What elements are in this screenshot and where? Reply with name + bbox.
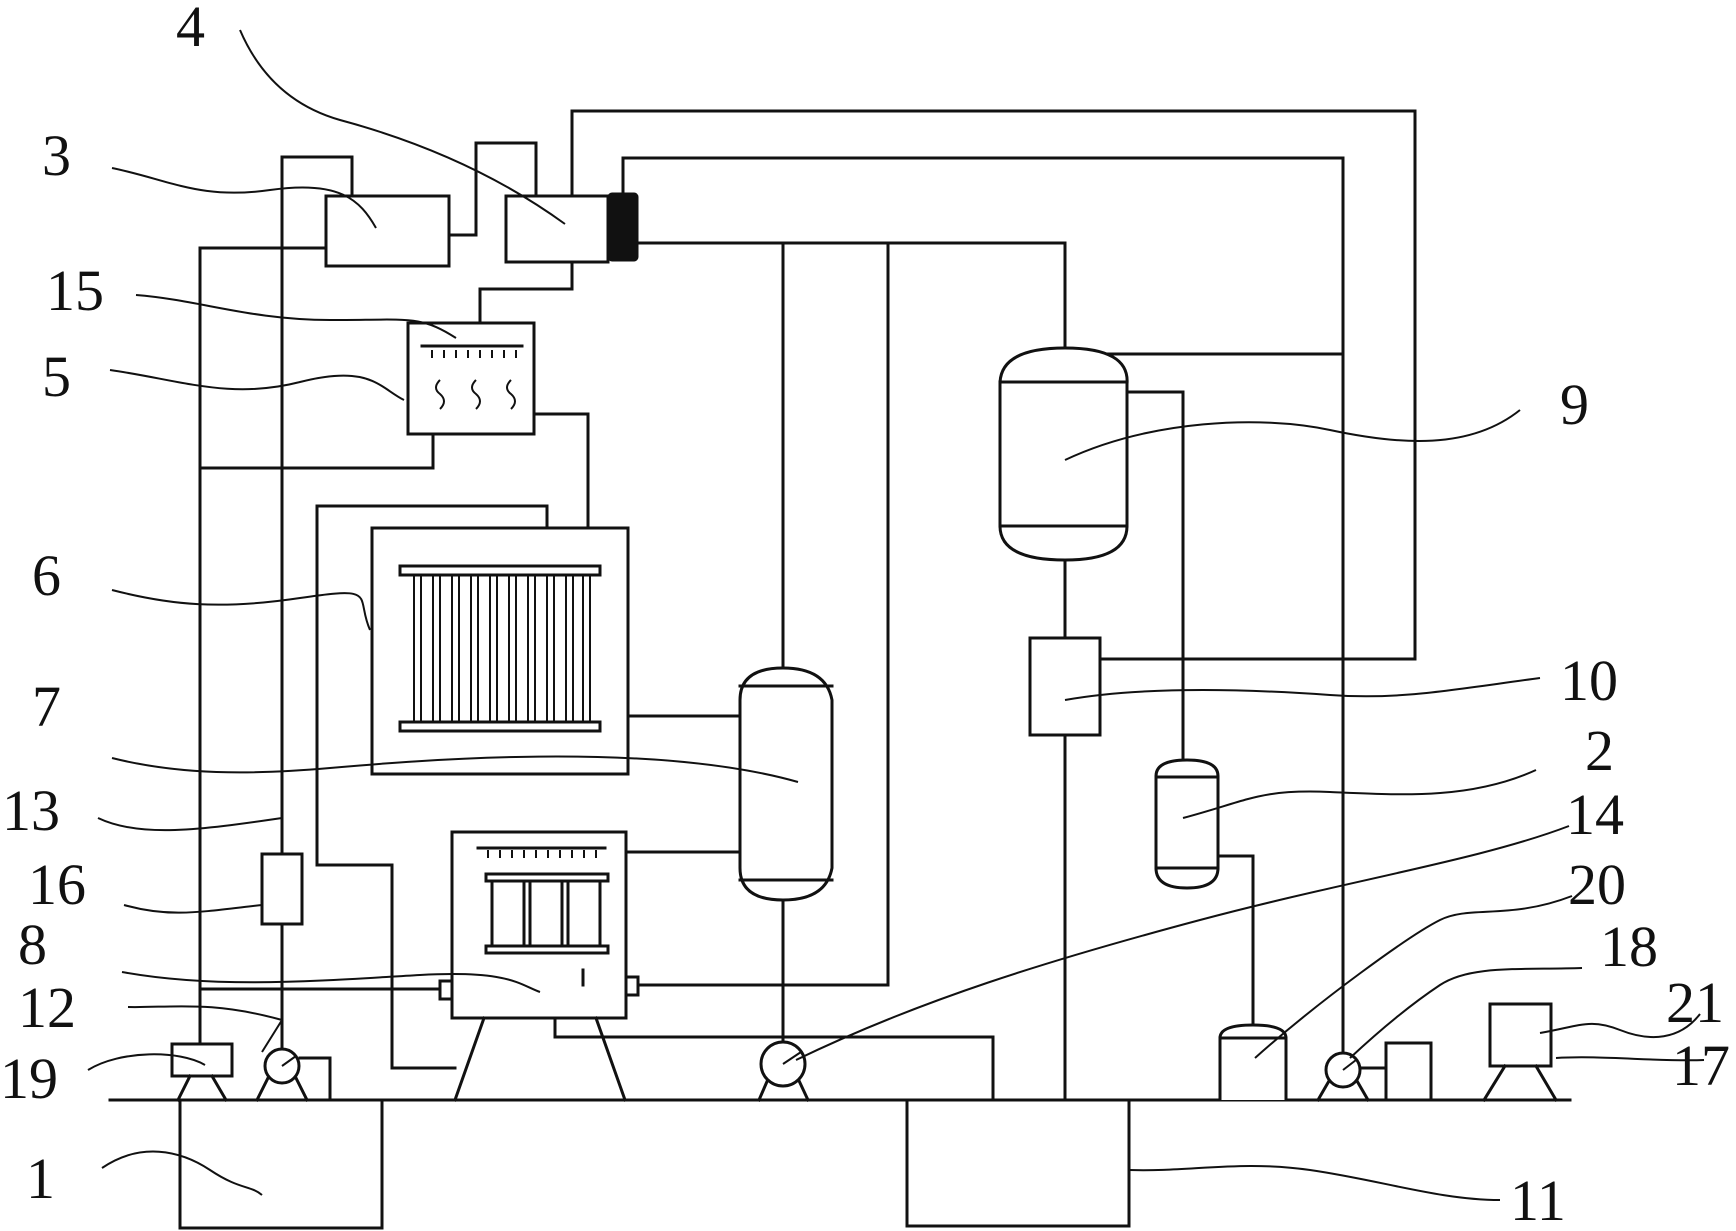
label-8: 8 <box>18 912 47 977</box>
unit-6 <box>370 526 630 776</box>
label-19: 19 <box>0 1046 58 1111</box>
label-5: 5 <box>42 344 71 409</box>
tank-11 <box>905 1098 1131 1228</box>
vessel-7 <box>738 666 834 902</box>
label-2: 2 <box>1585 718 1614 783</box>
pump-14 <box>757 1040 810 1102</box>
unit-21 <box>1481 1002 1559 1103</box>
unit-5 <box>406 321 536 436</box>
label-17: 17 <box>1672 1033 1730 1098</box>
label-20: 20 <box>1568 852 1626 917</box>
label-14: 14 <box>1566 782 1624 847</box>
vessel-9 <box>998 346 1129 562</box>
label-9: 9 <box>1560 372 1589 437</box>
label-4: 4 <box>176 0 205 59</box>
label-3: 3 <box>42 123 71 188</box>
label-13: 13 <box>2 778 60 843</box>
label-15: 15 <box>46 258 104 323</box>
label-16: 16 <box>28 852 86 917</box>
vessel-2 <box>1154 758 1220 890</box>
unit-20 <box>1218 1023 1288 1100</box>
leader-lines <box>87 29 1705 1201</box>
unit-3 <box>324 194 451 268</box>
piping <box>198 109 1417 1130</box>
label-7: 7 <box>32 674 61 739</box>
unit-17 <box>1384 1041 1433 1102</box>
label-12: 12 <box>18 975 76 1040</box>
unit-10 <box>1028 636 1102 737</box>
unit-4 <box>504 194 610 264</box>
unit-19 <box>170 1042 234 1103</box>
unit-8 <box>438 830 640 1102</box>
label-6: 6 <box>32 543 61 608</box>
pump-12 <box>254 1047 310 1103</box>
pump-18 <box>1315 1051 1388 1103</box>
tank-1 <box>178 1098 384 1230</box>
black-element <box>607 192 639 262</box>
unit-16 <box>260 852 304 926</box>
label-18: 18 <box>1600 914 1658 979</box>
label-21: 21 <box>1666 970 1724 1035</box>
label-11: 11 <box>1510 1168 1566 1231</box>
label-1: 1 <box>26 1146 55 1211</box>
label-10: 10 <box>1560 648 1618 713</box>
